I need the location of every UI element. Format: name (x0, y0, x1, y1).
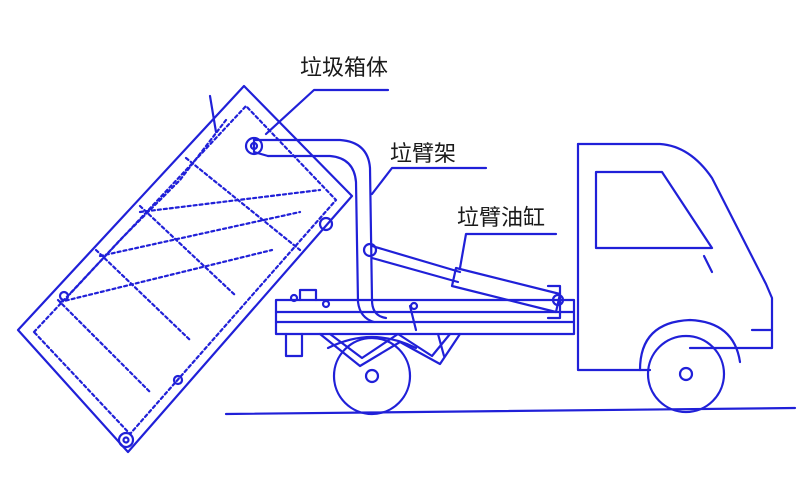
garbage-bin (16, 84, 354, 454)
label-arm-cylinder: 垃臂油缸 (457, 206, 546, 231)
leader-line-arm-frame (370, 166, 488, 196)
leader-line-arm-cylinder (458, 232, 558, 270)
truck-cab (576, 142, 774, 372)
rear-wheel (326, 335, 418, 416)
truck-chassis (274, 288, 576, 368)
label-arm-frame: 垃臂架 (390, 142, 457, 167)
front-wheel (638, 318, 742, 414)
label-garbage-bin: 垃圾箱体 (300, 56, 389, 81)
ground-line (224, 406, 797, 416)
leader-line-garbage-bin (264, 88, 390, 136)
arm-cylinder (370, 244, 565, 320)
arm-frame (252, 138, 388, 324)
